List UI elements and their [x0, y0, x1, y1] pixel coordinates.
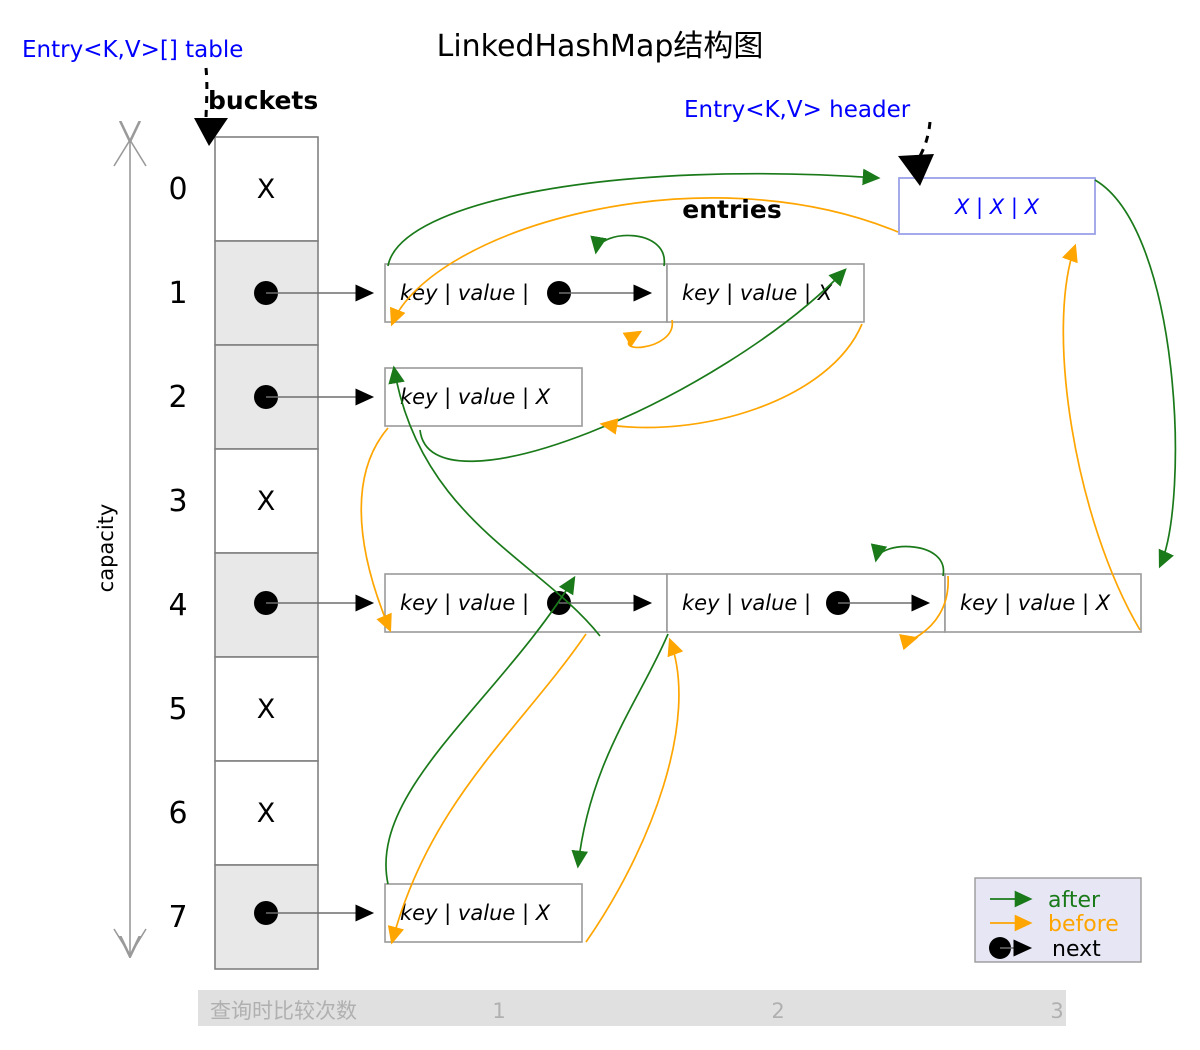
legend-label-next: next	[1052, 937, 1101, 962]
entry-node-2-0	[384, 367, 583, 427]
legend-label-before: before	[1048, 912, 1119, 937]
bucket-mark-6: X	[257, 798, 276, 829]
capacity-axis	[113, 140, 147, 955]
entry-node-7-0-text: key | value | X	[400, 901, 551, 926]
entry-node-4-1-text: key | value |	[682, 591, 811, 616]
chain-bucket-2: key | value | X	[384, 367, 583, 427]
legend: after before next	[974, 877, 1142, 963]
bucket-mark-3: X	[257, 486, 276, 517]
capacity-label: capacity	[94, 504, 118, 593]
bucket-index-7: 7	[168, 900, 187, 935]
bucket-mark-0: X	[257, 174, 276, 205]
comparison-bar	[198, 990, 1066, 1026]
bucket-index-5: 5	[168, 692, 187, 727]
before-links	[360, 197, 1141, 945]
header-label: Entry<K,V> header	[684, 97, 911, 123]
bucket-index-6: 6	[168, 796, 187, 831]
entry-node-4-0-text: key | value |	[400, 591, 529, 616]
chain-bucket-1: key | value | key | value | X	[384, 263, 865, 323]
entry-node-1-0-text: key | value |	[400, 281, 529, 306]
bucket-index-2: 2	[168, 380, 187, 415]
header-label-leader	[916, 121, 932, 161]
bucket-index-4: 4	[168, 588, 187, 623]
bucket-cell-6	[214, 760, 319, 866]
bucket-cell-0	[214, 136, 319, 242]
legend-label-after: after	[1048, 888, 1101, 913]
after-links	[385, 168, 1177, 885]
entry-node-4-2	[944, 573, 1142, 633]
table-label: Entry<K,V>[] table	[22, 37, 243, 63]
header-entry-text: X | X | X	[954, 195, 1040, 220]
entry-node-2-0-text: key | value | X	[400, 385, 551, 410]
buckets-label: buckets	[208, 86, 318, 115]
header-label-arrowhead	[898, 154, 934, 186]
bucket-index-3: 3	[168, 484, 187, 519]
page-title: LinkedHashMap结构图	[437, 29, 764, 64]
entry-node-1-1-text: key | value | X	[682, 281, 833, 306]
bucket-next-links	[266, 284, 375, 922]
entry-node-4-2-text: key | value | X	[960, 591, 1111, 616]
table-label-leader	[204, 67, 209, 121]
bucket-index-1: 1	[168, 276, 187, 311]
comparison-bar-label: 查询时比较次数	[210, 999, 357, 1023]
entries-label: entries	[682, 195, 781, 224]
table-label-arrowhead	[194, 118, 228, 146]
comparison-count-1: 1	[492, 999, 505, 1023]
comparison-count-2: 2	[771, 999, 784, 1023]
bucket-table	[214, 136, 319, 970]
bucket-mark-5: X	[257, 694, 276, 725]
comparison-count-3: 3	[1050, 999, 1063, 1023]
chain-bucket-7: key | value | X	[384, 883, 583, 943]
chain-bucket-4: key | value | key | value | key | value …	[384, 573, 1142, 633]
bucket-index-0: 0	[168, 172, 187, 207]
header-entry-box	[898, 177, 1096, 235]
entry-node-7-0	[384, 883, 583, 943]
